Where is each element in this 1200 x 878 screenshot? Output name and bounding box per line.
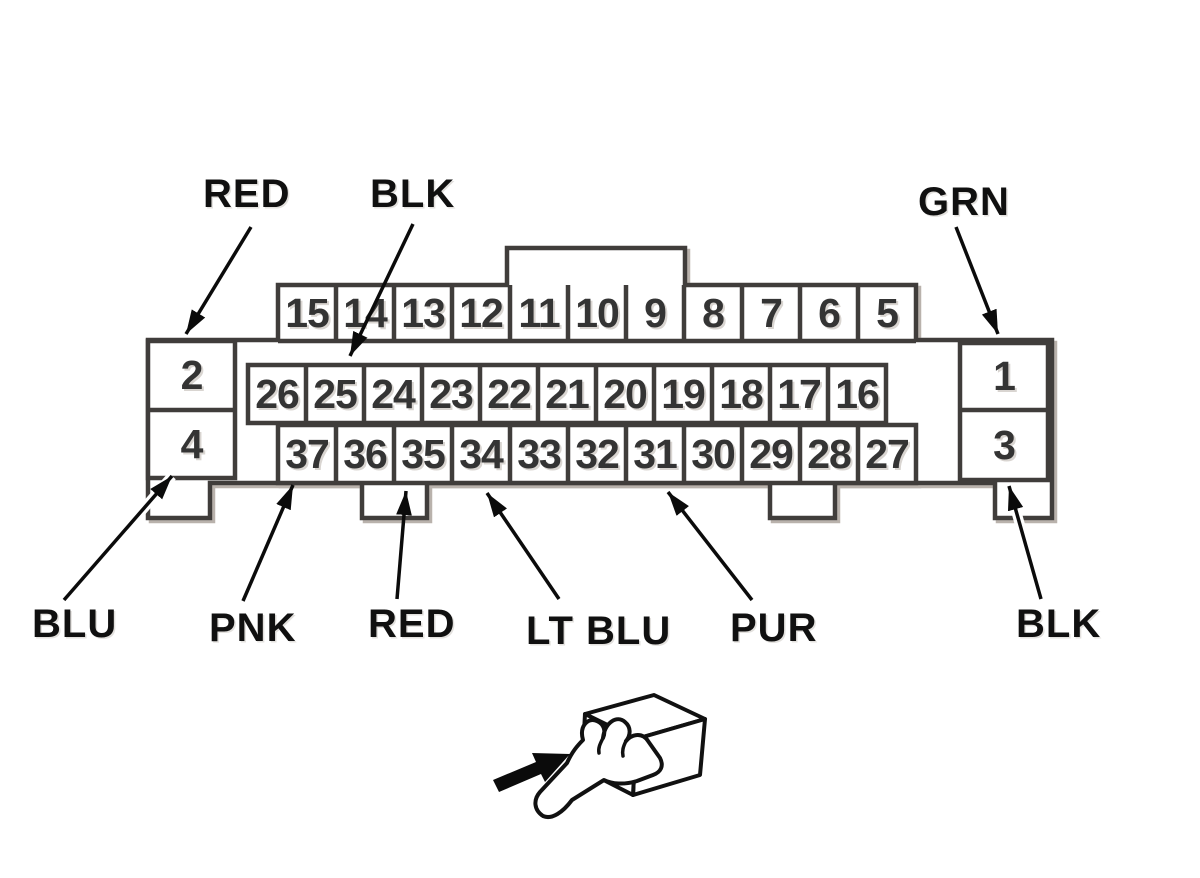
- pin-number-20: 20: [603, 370, 648, 417]
- top-pin-row-grid: [278, 285, 916, 344]
- pin-number-34: 34: [459, 430, 504, 477]
- pin-number-16: 16: [835, 370, 880, 417]
- pin-number-31: 31: [633, 430, 678, 477]
- pin-number-9: 9: [644, 289, 667, 336]
- pin-number-24: 24: [371, 370, 416, 417]
- pin-number-18: 18: [719, 370, 764, 417]
- view-direction-arrow-icon: [493, 753, 570, 792]
- arrow-pnk-to-pin37: [241, 484, 295, 602]
- pin-number-17: 17: [777, 370, 822, 417]
- arrow-blu-to-pin4: [62, 474, 174, 602]
- bottom-pin-row-grid: [333, 425, 861, 483]
- hand-outline: [533, 717, 664, 819]
- pin-number-33: 33: [517, 430, 562, 477]
- arrow-red-to-pin35: [395, 490, 412, 600]
- pin-number-27: 27: [865, 430, 910, 477]
- pin-number-22: 22: [487, 370, 532, 417]
- pin-number-36: 36: [343, 430, 388, 477]
- pin-number-21: 21: [545, 370, 590, 417]
- arrow-ltblu-to-pin34: [485, 492, 561, 600]
- pin-number-10: 10: [575, 289, 620, 336]
- pin-number-5: 5: [876, 289, 899, 336]
- wire-label-grn: GRN: [918, 180, 1010, 224]
- pin-number-15: 15: [285, 289, 330, 336]
- arrow-red-to-pin2: [184, 226, 253, 335]
- arrow-blk-to-pin3: [1007, 485, 1043, 600]
- pin-number-3: 3: [993, 421, 1016, 468]
- pin-number-37: 37: [285, 430, 330, 477]
- pin-number-4: 4: [180, 420, 204, 467]
- pin-number-8: 8: [702, 289, 725, 336]
- pin-number-29: 29: [749, 430, 794, 477]
- arrow-blk-to-pin25: [348, 223, 415, 357]
- wire-label-blk-bottom: BLK: [1016, 602, 1102, 646]
- hand-holding-connector-icon: [493, 693, 707, 819]
- pin-number-35: 35: [401, 430, 446, 477]
- pin-number-25: 25: [313, 370, 358, 417]
- pin-number-32: 32: [575, 430, 620, 477]
- pin-number-19: 19: [661, 370, 706, 417]
- pin-number-26: 26: [255, 370, 300, 417]
- bottom-pin-row-box: [275, 422, 919, 486]
- wire-label-red-top: RED: [203, 172, 291, 216]
- pin-number-11: 11: [518, 289, 560, 336]
- pin-number-30: 30: [691, 430, 736, 477]
- pin-number-12: 12: [459, 289, 504, 336]
- wire-label-lt-blu: LT BLU: [526, 609, 672, 653]
- wire-label-red-bottom: RED: [368, 602, 456, 646]
- pin-number-7: 7: [760, 289, 783, 336]
- wire-label-blu: BLU: [32, 602, 118, 646]
- pin-number-1: 1: [993, 353, 1016, 399]
- pin-number-13: 13: [401, 289, 446, 336]
- pin-number-2: 2: [180, 352, 204, 398]
- pin-number-23: 23: [429, 370, 474, 417]
- arrow-pur-to-pin31: [666, 490, 754, 602]
- pin-number-28: 28: [807, 430, 852, 477]
- pin-number-6: 6: [818, 289, 841, 336]
- wire-label-pnk: PNK: [209, 606, 297, 650]
- wire-label-blk-top: BLK: [370, 172, 456, 216]
- wire-label-pur: PUR: [730, 606, 818, 650]
- hand-finger-creases: [597, 736, 628, 758]
- middle-pin-row-grid: [303, 365, 831, 423]
- arrow-grn-to-pin1: [954, 226, 1000, 335]
